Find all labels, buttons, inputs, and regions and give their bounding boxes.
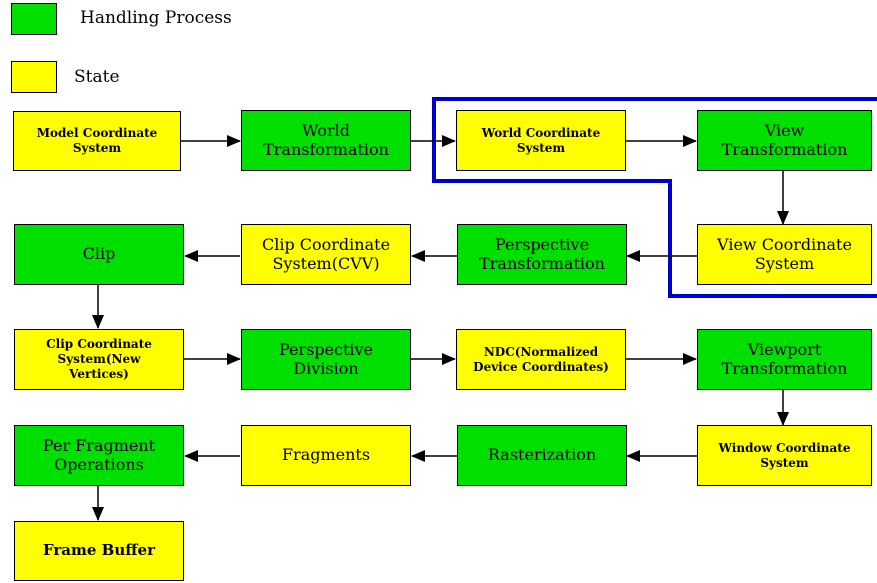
node-world-transformation: World Transformation <box>241 110 411 171</box>
legend-process-swatch <box>11 3 57 35</box>
node-fragments: Fragments <box>241 425 411 486</box>
node-clip-coordinate-system-new-vertices: Clip Coordinate System(New Vertices) <box>14 329 184 390</box>
node-ndc: NDC(Normalized Device Coordinates) <box>456 329 626 390</box>
highlight-outline <box>432 97 877 298</box>
node-perspective-division: Perspective Division <box>241 329 411 390</box>
legend-state-label: State <box>74 67 120 87</box>
legend-process-label: Handling Process <box>80 8 232 28</box>
node-window-coordinate-system: Window Coordinate System <box>697 425 872 486</box>
node-view-coordinate-system: View Coordinate System <box>697 224 872 285</box>
node-view-transformation: View Transformation <box>697 110 872 171</box>
node-clip-coordinate-system-cvv: Clip Coordinate System(CVV) <box>241 224 411 285</box>
node-per-fragment-operations: Per Fragment Operations <box>14 425 184 486</box>
node-viewport-transformation: Viewport Transformation <box>697 329 872 390</box>
node-frame-buffer: Frame Buffer <box>14 521 184 581</box>
legend-state-swatch <box>11 61 57 93</box>
node-world-coordinate-system: World Coordinate System <box>456 110 626 171</box>
node-model-coordinate-system: Model Coordinate System <box>13 111 181 171</box>
node-clip: Clip <box>14 224 184 285</box>
node-rasterization: Rasterization <box>457 425 627 486</box>
node-perspective-transformation: Perspective Transformation <box>457 224 627 285</box>
